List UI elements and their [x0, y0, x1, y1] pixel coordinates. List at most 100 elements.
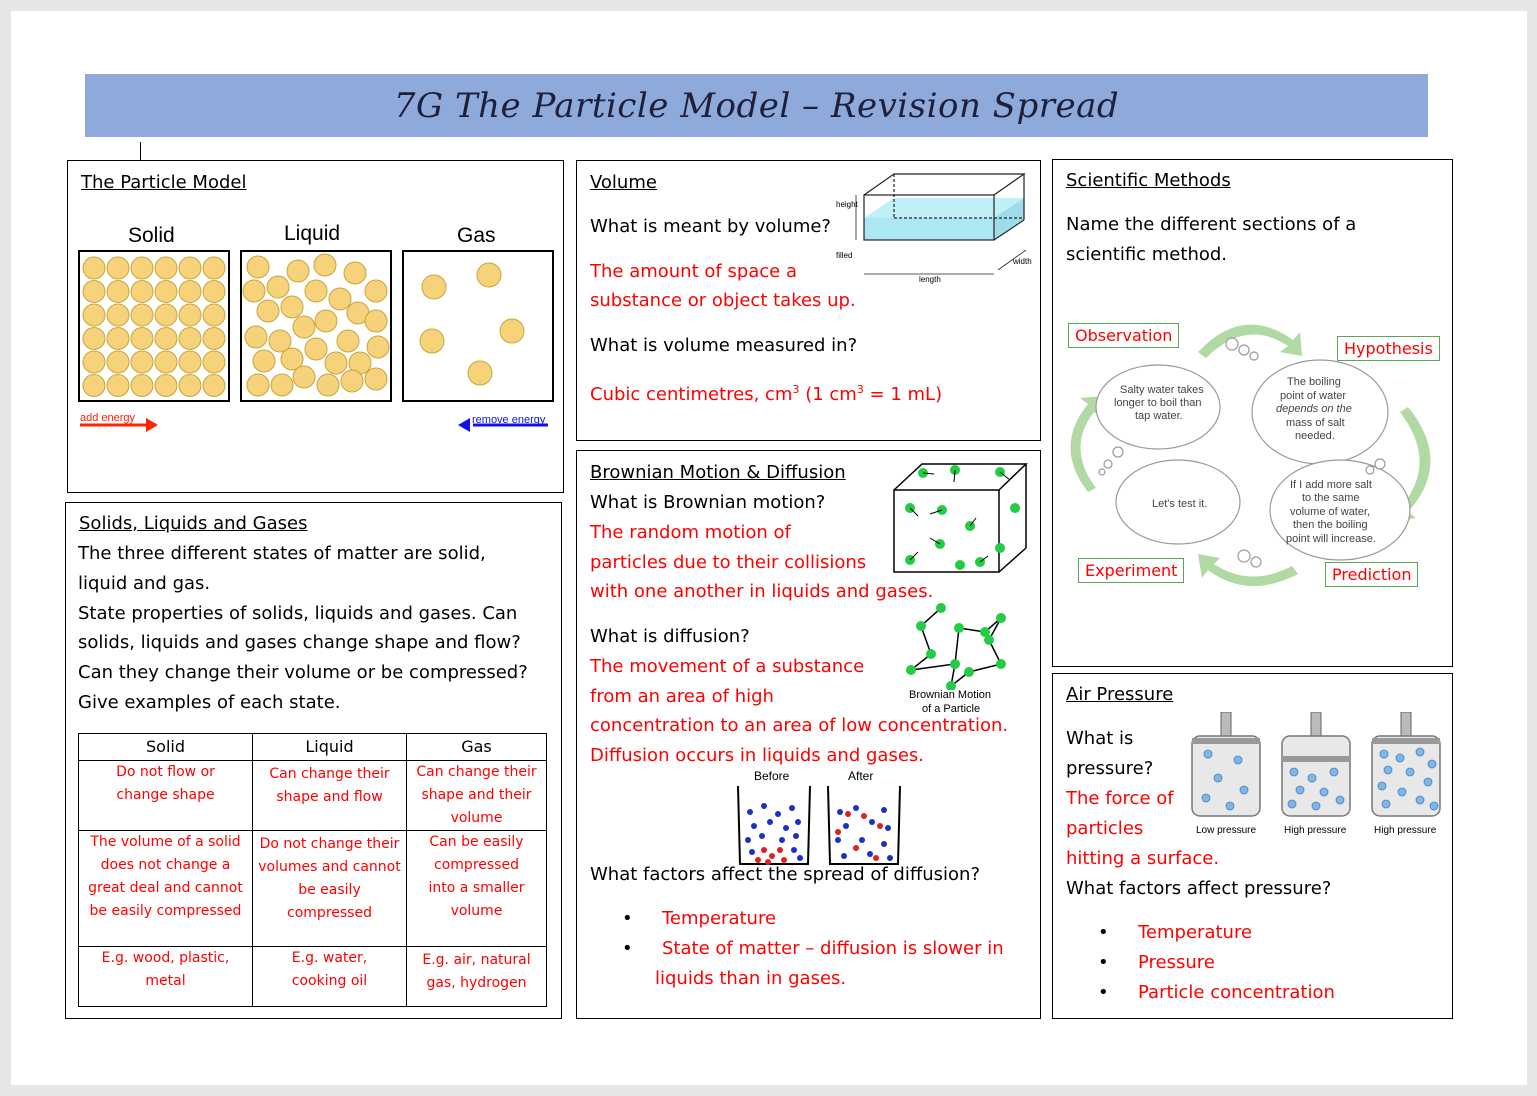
- table-header: Liquid: [252, 733, 407, 761]
- solid-particle: [82, 280, 106, 303]
- solid-particle: [130, 256, 154, 280]
- prediction-label: Prediction: [1325, 562, 1419, 587]
- tank-height-label: height: [836, 200, 858, 209]
- diffusion-answer-a: The movement of a substance: [590, 656, 865, 677]
- volume-sup: 3: [792, 383, 800, 396]
- solid-particle: [178, 327, 202, 350]
- pressure-answer-b: particles: [1066, 818, 1144, 839]
- volume-answer-2-text: Cubic centimetres, cm: [590, 384, 793, 405]
- diffusion-answer-d: Diffusion occurs in liquids and gases.: [590, 745, 924, 766]
- solid-particle: [106, 303, 130, 327]
- solid-particle: [106, 256, 130, 280]
- add-energy-label: add energy: [80, 412, 136, 424]
- slg-line-4: solids, liquids and gases change shape a…: [78, 632, 521, 653]
- title-banner: 7G The Particle Model – Revision Spread: [85, 74, 1428, 137]
- remove-energy-label: remove energy: [472, 414, 546, 426]
- brownian-caption-2: of a Particle: [922, 703, 981, 715]
- table-row: The volume of a solid does not change a …: [78, 830, 547, 947]
- pressure-factors-list: Temperature Pressure Particle concentrat…: [1098, 918, 1335, 1008]
- cloud-prediction-3: volume of water,: [1290, 506, 1371, 518]
- gas-particles: [419, 262, 525, 386]
- tank-filled-label: filled: [836, 251, 853, 260]
- brownian-heading: Brownian Motion & Diffusion: [590, 462, 846, 483]
- solid-particle: [178, 350, 202, 374]
- cloud-observation-2: longer to boil than: [1114, 397, 1202, 409]
- volume-question-2: What is volume measured in?: [590, 335, 858, 356]
- solid-particle: [154, 327, 178, 350]
- cloud-prediction-2: to the same: [1302, 492, 1360, 504]
- list-item: Particle concentration: [1098, 978, 1335, 1008]
- table-row: E.g. wood, plastic, metal E.g. water, co…: [78, 946, 547, 1007]
- volume-answer-1a: The amount of space a: [590, 261, 797, 282]
- cloud-hypothesis-1: The boiling: [1287, 376, 1341, 388]
- pressure-factors-question: What factors affect pressure?: [1066, 878, 1332, 899]
- tank-length-label: length: [919, 275, 941, 284]
- solid-particle: [82, 256, 106, 280]
- solid-particle: [82, 350, 106, 374]
- diffusion-bullet-continuation: liquids than in gases.: [655, 968, 847, 989]
- diffusion-factors-list: Temperature State of matter – diffusion …: [622, 904, 1004, 964]
- slg-line-5: Can they change their volume or be compr…: [78, 662, 528, 683]
- solid-particle: [154, 256, 178, 280]
- cloud-prediction-4: then the boiling: [1293, 519, 1368, 531]
- after-label: After: [848, 769, 874, 783]
- list-item: Temperature: [1098, 918, 1335, 948]
- table-cell: Do not flow or change shape: [78, 760, 253, 831]
- gas-label: Gas: [457, 224, 496, 247]
- hypothesis-label: Hypothesis: [1337, 336, 1440, 361]
- solid-particle: [130, 280, 154, 303]
- volume-answer-2: Cubic centimetres, cm3 (1 cm3 = 1 mL): [590, 375, 942, 410]
- brownian-path-diagram: [906, 603, 1006, 690]
- solid-particle: [106, 374, 130, 397]
- solid-particle: [154, 280, 178, 303]
- solid-particle: [106, 350, 130, 374]
- solid-particle: [106, 280, 130, 303]
- brownian-cube-diagram: [893, 463, 1028, 573]
- scientific-method-cycle: [1070, 324, 1431, 587]
- cloud-prediction-1: If I add more salt: [1290, 479, 1372, 491]
- volume-heading: Volume: [590, 172, 657, 193]
- scientific-methods-heading: Scientific Methods: [1066, 170, 1231, 191]
- cloud-hypothesis-3: depends on the: [1276, 403, 1352, 415]
- solid-particle: [178, 256, 202, 280]
- experiment-label: Experiment: [1078, 558, 1185, 583]
- table-cell: Can change their shape and their volume: [406, 760, 547, 831]
- table-cell: E.g. water, cooking oil: [252, 946, 407, 1007]
- cloud-experiment-1: Let's test it.: [1152, 498, 1208, 510]
- pressure-answer-c: hitting a surface.: [1066, 848, 1220, 869]
- solid-particle: [130, 350, 154, 374]
- diffusion-answer-c: concentration to an area of low concentr…: [590, 715, 1009, 736]
- solid-particle: [154, 374, 178, 397]
- solid-particle: [202, 350, 226, 374]
- solid-particle: [82, 303, 106, 327]
- slg-line-6: Give examples of each state.: [78, 692, 341, 713]
- slg-line-2: liquid and gas.: [78, 573, 211, 594]
- sci-question-2: scientific method.: [1066, 244, 1228, 265]
- brownian-question-1: What is Brownian motion?: [590, 492, 826, 513]
- solid-particle: [178, 374, 202, 397]
- particle-model-heading: The Particle Model: [81, 172, 247, 193]
- diffusion-factors-question: What factors affect the spread of diffus…: [590, 864, 981, 885]
- table-header-row: Solid Liquid Gas: [78, 733, 547, 761]
- text-cursor: [140, 142, 141, 162]
- solid-particle: [202, 256, 226, 280]
- piston-diagrams: [1191, 712, 1441, 817]
- list-item: Pressure: [1098, 948, 1335, 978]
- volume-answer-1b: substance or object takes up.: [590, 290, 856, 311]
- list-item: Temperature: [622, 904, 1004, 934]
- remove-energy-arrow: [458, 418, 548, 432]
- table-cell: The volume of a solid does not change a …: [78, 830, 253, 947]
- diffusion-beakers: [737, 785, 901, 865]
- solid-particle: [178, 280, 202, 303]
- pressure-question-a: What is: [1066, 728, 1134, 749]
- solid-particle: [82, 374, 106, 397]
- brownian-answer-1a: The random motion of: [590, 522, 791, 543]
- diffusion-question: What is diffusion?: [590, 626, 750, 647]
- before-label: Before: [754, 769, 790, 783]
- table-cell: Can change their shape and flow: [252, 760, 407, 831]
- air-pressure-heading: Air Pressure: [1066, 684, 1174, 705]
- volume-answer-2-end: = 1 mL): [863, 384, 943, 405]
- diffusion-answer-b: from an area of high: [590, 686, 774, 707]
- solid-particle: [202, 303, 226, 327]
- slg-line-3: State properties of solids, liquids and …: [78, 603, 518, 624]
